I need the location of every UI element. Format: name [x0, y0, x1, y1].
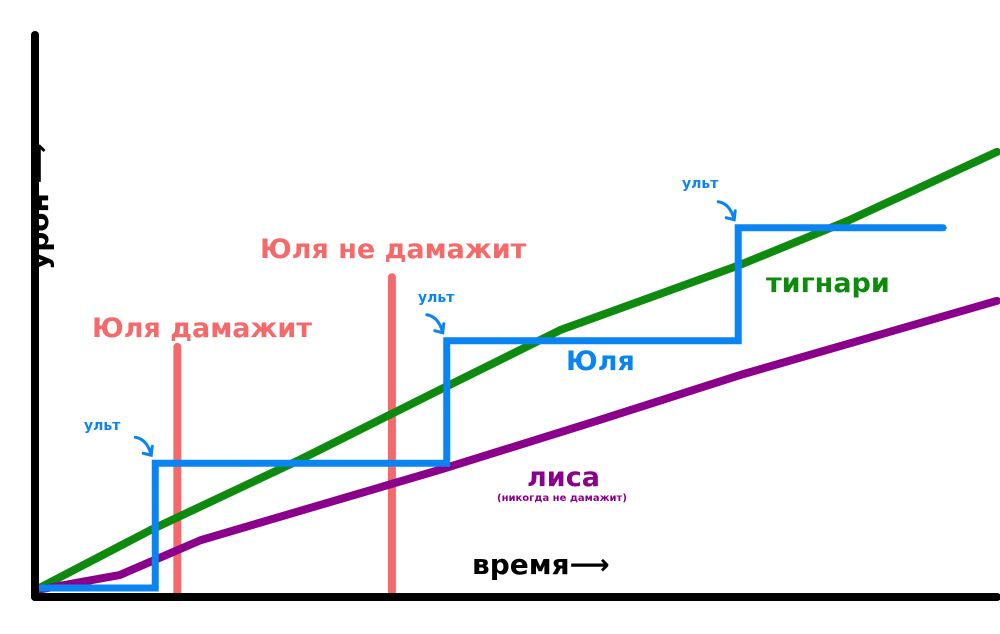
ult-arrow-icon-0 — [133, 435, 154, 458]
series-line-1 — [31, 296, 1000, 595]
ult-label-2: ульт — [418, 290, 455, 306]
y-axis-label: урон ⟶ — [22, 143, 55, 270]
x-axis-label: время⟶ — [472, 548, 610, 581]
ult-arrow-icon-1 — [425, 313, 446, 335]
ult-label-3: ульт — [682, 176, 719, 192]
marker-label-damage: Юля дамажит — [92, 313, 312, 344]
series-label-yulya: Юля — [566, 346, 635, 377]
series-note-lisa: (никогда не дамажит) — [497, 493, 627, 504]
marker-label-no-damage: Юля не дамажит — [260, 234, 527, 265]
series-line-2 — [31, 224, 947, 592]
ult-label-1: ульт — [84, 418, 121, 434]
series-label-tighnari: тигнари — [766, 268, 890, 299]
series-label-lisa: лиса — [527, 462, 600, 493]
ult-arrow-icon-2 — [716, 200, 737, 222]
